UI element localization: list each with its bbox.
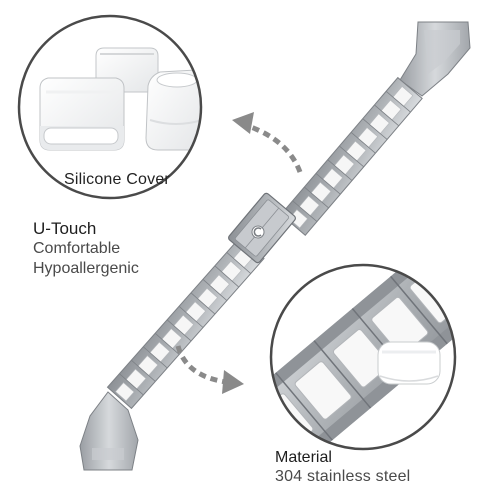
silicone-cover-label: Silicone Cover (64, 171, 170, 188)
silicone-cover-callout (17, 14, 203, 200)
c-logo-icon (251, 225, 265, 239)
feature-line-hypoallergenic: Hypoallergenic (33, 260, 139, 277)
material-title: Material (275, 449, 332, 466)
dashed-curved-arrow-icon (232, 112, 303, 173)
watch-band (79, 21, 471, 471)
silicone-loop-small (377, 341, 441, 385)
material-callout (269, 263, 457, 451)
feature-line-comfortable: Comfortable (33, 240, 121, 257)
dashed-curved-arrow-icon (175, 345, 244, 394)
callout-ring-bottom (269, 263, 457, 451)
callout-ring-top (17, 14, 203, 200)
silicone-loop-front (39, 77, 125, 151)
silicone-loop-side (145, 69, 201, 151)
material-value: 304 stainless steel (275, 468, 411, 485)
feature-title: U-Touch (33, 219, 97, 238)
